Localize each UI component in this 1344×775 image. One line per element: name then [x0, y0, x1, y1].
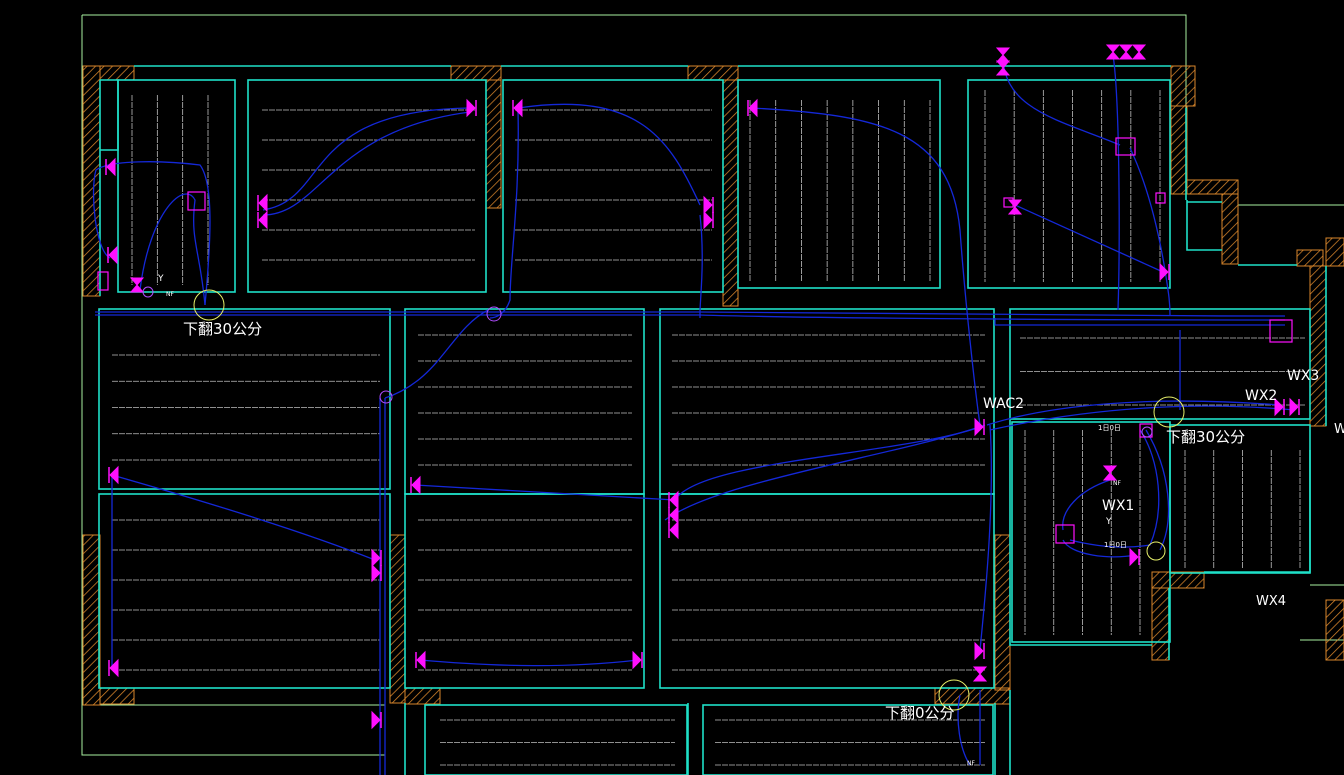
drop-markers [193, 289, 1185, 711]
valve-icon [703, 195, 714, 215]
zone-wx4 [1169, 424, 1311, 574]
label-code-b: 1日0日 [1104, 541, 1127, 549]
valve-icon [257, 210, 268, 230]
valve-icon [371, 548, 382, 568]
label-wx1: WX1 [1102, 498, 1134, 514]
manifold-box-top [1115, 137, 1136, 156]
label-drop-bottom: 下翻0公分 [885, 704, 955, 722]
label-y-left: Y [157, 274, 164, 284]
label-nf-a: NF [166, 291, 174, 298]
valve-icon [108, 465, 119, 485]
valve-icon [1159, 262, 1170, 282]
drop-ring-left [193, 289, 225, 321]
zone-b1 [98, 493, 391, 689]
label-wx4: WX4 [1256, 594, 1286, 609]
zone-r2 [247, 79, 487, 293]
zone-bot2 [702, 704, 994, 775]
manifold-box-wx1 [1055, 524, 1075, 544]
zone-bot1 [424, 704, 688, 775]
valve-icon [108, 658, 119, 678]
valve-icon [1274, 397, 1285, 417]
valve-icon [1105, 44, 1121, 60]
valve-icon [107, 245, 118, 265]
valve-icon [129, 277, 145, 293]
valve-icon [668, 505, 679, 525]
ring-wx1 [1146, 541, 1166, 561]
annotations: 下翻30公分 下翻30公分 下翻0公分 WAC2 WX1 WX2 WX3 WX4… [157, 274, 1344, 767]
small-rings [142, 286, 1153, 438]
supply-pipes [92, 54, 1296, 775]
hatched-walls [82, 65, 1344, 706]
valve-icon [1118, 44, 1134, 60]
valve-icon [415, 650, 426, 670]
zone-wx1 [1011, 421, 1171, 643]
label-y-right: Y [1105, 517, 1112, 527]
valve-icon [1131, 44, 1147, 60]
valve-icon [632, 650, 643, 670]
valve-icon [371, 563, 382, 583]
zone-r1 [117, 79, 236, 293]
valve-icon [703, 210, 714, 230]
valve-icon [1007, 199, 1023, 215]
zone-m2 [404, 308, 645, 495]
heater-valves [105, 44, 1300, 730]
valve-icon [466, 98, 477, 118]
zone-m1 [98, 308, 391, 490]
valve-icon [974, 641, 985, 661]
floor-heating-zones [98, 79, 1311, 775]
valve-icon [410, 475, 421, 495]
valve-icon [668, 490, 679, 510]
zone-b2 [404, 493, 645, 689]
heating-fins [112, 90, 1305, 766]
interior-walls [99, 65, 1327, 775]
label-wx3: WX3 [1287, 368, 1319, 384]
label-nf-b: NF [1113, 480, 1121, 487]
valve-icon [974, 417, 985, 437]
label-nf-c: NF [967, 760, 975, 767]
drop-ring-right [1153, 396, 1185, 428]
label-wac2: WAC2 [983, 396, 1024, 412]
zone-r4 [737, 79, 941, 289]
valve-icon [257, 193, 268, 213]
zone-r5 [967, 79, 1171, 289]
valve-icon [995, 47, 1011, 63]
valve-icon [371, 710, 382, 730]
label-code-a: 1日0日 [1098, 424, 1121, 432]
manifold-box-left [187, 191, 206, 211]
zone-b3 [659, 493, 995, 689]
label-drop-right: 下翻30公分 [1166, 428, 1245, 446]
valve-icon [747, 98, 758, 118]
valve-icon [668, 520, 679, 540]
label-w-edge: W [1334, 422, 1344, 437]
valve-icon [1102, 465, 1118, 481]
zone-m4 [1009, 308, 1311, 420]
valve-icon [512, 98, 523, 118]
drop-ring-bottom [938, 679, 970, 711]
zone-r3 [502, 79, 724, 293]
label-drop-left: 下翻30公分 [183, 320, 262, 338]
valve-icon [995, 60, 1011, 76]
manifold-box-main [1269, 319, 1293, 343]
label-wx2: WX2 [1245, 388, 1277, 404]
valve-icon [1129, 547, 1140, 567]
valve-icon [105, 157, 116, 177]
valve-icon [1289, 397, 1300, 417]
valve-icon [972, 666, 988, 682]
